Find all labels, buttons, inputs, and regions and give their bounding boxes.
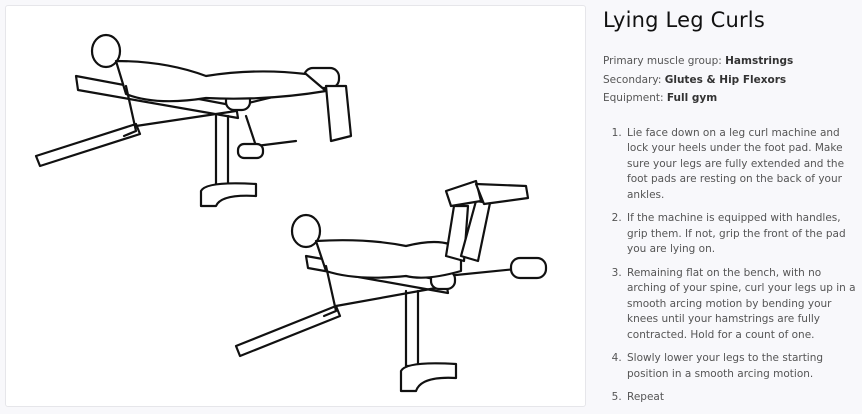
step-item: Slowly lower your legs to the starting p… [625,351,858,382]
instruction-steps: Lie face down on a leg curl machine and … [603,126,858,406]
step-item: If the machine is equipped with handles,… [625,211,858,258]
secondary-muscle: Secondary: Glutes & Hip Flexors [603,73,787,86]
primary-muscle: Primary muscle group: Hamstrings [603,55,794,67]
step-item: Lie face down on a leg curl machine and … [625,126,858,204]
end-position-figure [234,179,548,393]
exercise-title: Lying Leg Curls [603,8,765,32]
equipment: Equipment: Full gym [603,92,718,104]
exercise-details: Lying Leg Curls Primary muscle group: Ha… [603,8,858,414]
step-item: Remaining flat on the bench, with no arc… [625,266,858,344]
start-position-figure [34,33,353,208]
exercise-illustration-icon [34,33,548,393]
exercise-image [5,5,586,407]
exercise-meta: Primary muscle group: Hamstrings Seconda… [603,52,858,108]
step-item: Repeat [625,390,858,406]
